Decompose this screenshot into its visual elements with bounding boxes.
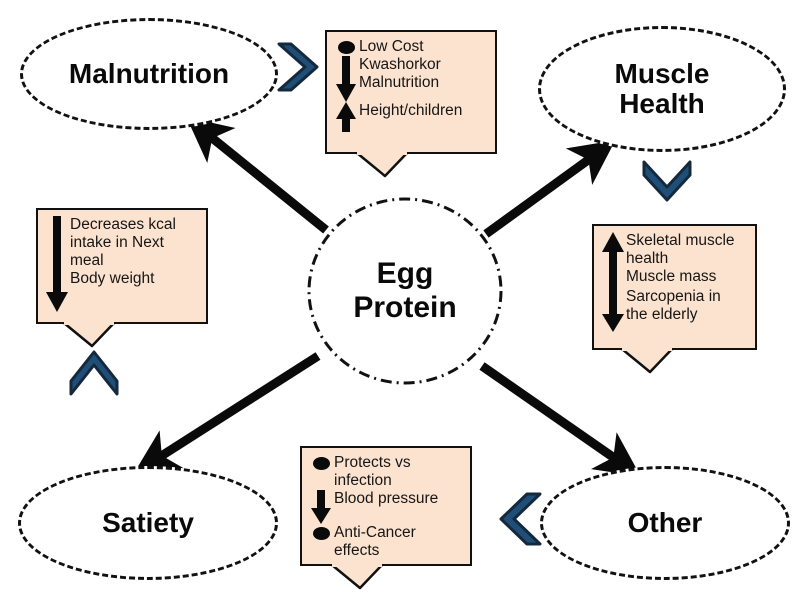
callout-malnutrition-tail xyxy=(356,152,408,178)
callout-row-text: Sarcopenia in the elderly xyxy=(626,288,721,323)
node-satiety[interactable]: Satiety xyxy=(18,466,278,580)
callout-row-text: Skeletal muscle health Muscle mass xyxy=(626,232,735,285)
callout-row-text: Protects vs infection xyxy=(334,454,411,489)
node-other[interactable]: Other xyxy=(540,466,790,580)
node-egg-protein[interactable]: Egg Protein xyxy=(310,200,500,382)
callout-row: Low Cost xyxy=(333,38,489,56)
callout-satiety[interactable]: Decreases kcal intake in Next meal Body … xyxy=(36,208,208,324)
chevron-muscle-icon xyxy=(642,160,692,202)
arrow-center-to-malnutrition xyxy=(186,117,329,234)
callout-row-text: Low Cost xyxy=(359,38,424,55)
arrow-center-to-satiety xyxy=(133,352,321,474)
arrow-down-icon xyxy=(308,489,334,524)
node-other-label: Other xyxy=(627,506,703,538)
callout-row: Skeletal muscle health Muscle mass xyxy=(600,232,749,288)
bullet-icon xyxy=(308,454,334,470)
callout-row: Height/children xyxy=(333,101,489,132)
arrow-center-to-other xyxy=(479,362,641,477)
node-malnutrition-label: Malnutrition xyxy=(68,57,230,89)
callout-muscle-health-tail xyxy=(621,348,673,374)
callout-row: Sarcopenia in the elderly xyxy=(600,288,749,332)
chevron-malnutrition-icon xyxy=(277,42,319,92)
bullet-icon xyxy=(333,38,359,54)
arrow-up-icon xyxy=(600,232,626,288)
node-muscle-health-label: Muscle Health xyxy=(614,57,710,119)
callout-row-text: Decreases kcal intake in Next meal Body … xyxy=(70,216,176,287)
callout-row-text: Kwashorkor Malnutrition xyxy=(359,55,441,91)
callout-row: Decreases kcal intake in Next meal Body … xyxy=(44,216,200,312)
node-satiety-label: Satiety xyxy=(102,506,194,538)
node-muscle-health[interactable]: Muscle Health xyxy=(538,26,786,152)
callout-row-text: Anti-Cancer effects xyxy=(334,523,416,559)
callout-row: Protects vs infection xyxy=(308,454,464,490)
callout-muscle-health[interactable]: Skeletal muscle health Muscle mass Sarco… xyxy=(592,224,757,350)
callout-other[interactable]: Protects vs infection Blood pressure Ant… xyxy=(300,446,472,566)
arrow-center-to-muscle xyxy=(483,140,616,238)
callout-satiety-tail xyxy=(63,322,115,348)
chevron-other-icon xyxy=(499,492,542,546)
arrow-down-icon xyxy=(600,288,626,332)
callout-row: Anti-Cancer effects xyxy=(308,524,464,560)
callout-row: Kwashorkor Malnutrition xyxy=(333,55,489,102)
arrow-up-icon xyxy=(333,101,359,132)
arrow-down-icon xyxy=(44,216,70,312)
chevron-satiety-icon xyxy=(69,350,119,396)
node-egg-protein-label: Egg Protein xyxy=(353,257,457,324)
callout-other-tail xyxy=(331,564,383,590)
callout-row-text: Height/children xyxy=(359,101,463,119)
callout-row: Blood pressure xyxy=(308,489,464,524)
arrow-down-icon xyxy=(333,55,359,102)
node-malnutrition[interactable]: Malnutrition xyxy=(20,18,278,130)
egg-protein-ellipse[interactable] xyxy=(307,197,503,385)
callout-malnutrition[interactable]: Low Cost Kwashorkor Malnutrition Height/… xyxy=(325,30,497,154)
callout-row-text: Blood pressure xyxy=(334,489,439,507)
bullet-icon xyxy=(308,524,334,540)
